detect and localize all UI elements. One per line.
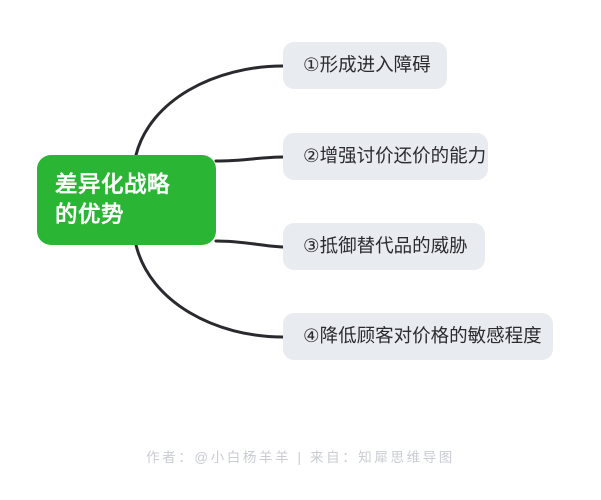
branch-node-4-label: ④降低顾客对价格的敏感程度	[303, 325, 542, 347]
root-node-label: 差异化战略 的优势	[55, 172, 171, 227]
branch-node-3-label: ③抵御替代品的威胁	[303, 235, 468, 257]
connector-line-4	[134, 243, 285, 339]
connector-line-1	[134, 64, 285, 157]
root-node[interactable]: 差异化战略 的优势	[37, 155, 216, 245]
branch-node-4[interactable]: ④降低顾客对价格的敏感程度	[283, 313, 553, 360]
branch-node-2-label: ②增强讨价还价的能力	[303, 145, 487, 167]
branch-node-3[interactable]: ③抵御替代品的威胁	[283, 223, 485, 270]
footer-attribution: 作者：@小白杨羊羊 | 来自：知犀思维导图	[0, 446, 601, 467]
branch-node-1-label: ①形成进入障碍	[303, 54, 431, 76]
connector-line-2	[214, 155, 285, 163]
branch-node-1[interactable]: ①形成进入障碍	[283, 42, 447, 89]
connector-line-3	[214, 239, 285, 249]
branch-node-2[interactable]: ②增强讨价还价的能力	[283, 133, 488, 180]
footer-attribution-text: 作者：@小白杨羊羊 | 来自：知犀思维导图	[146, 450, 455, 465]
